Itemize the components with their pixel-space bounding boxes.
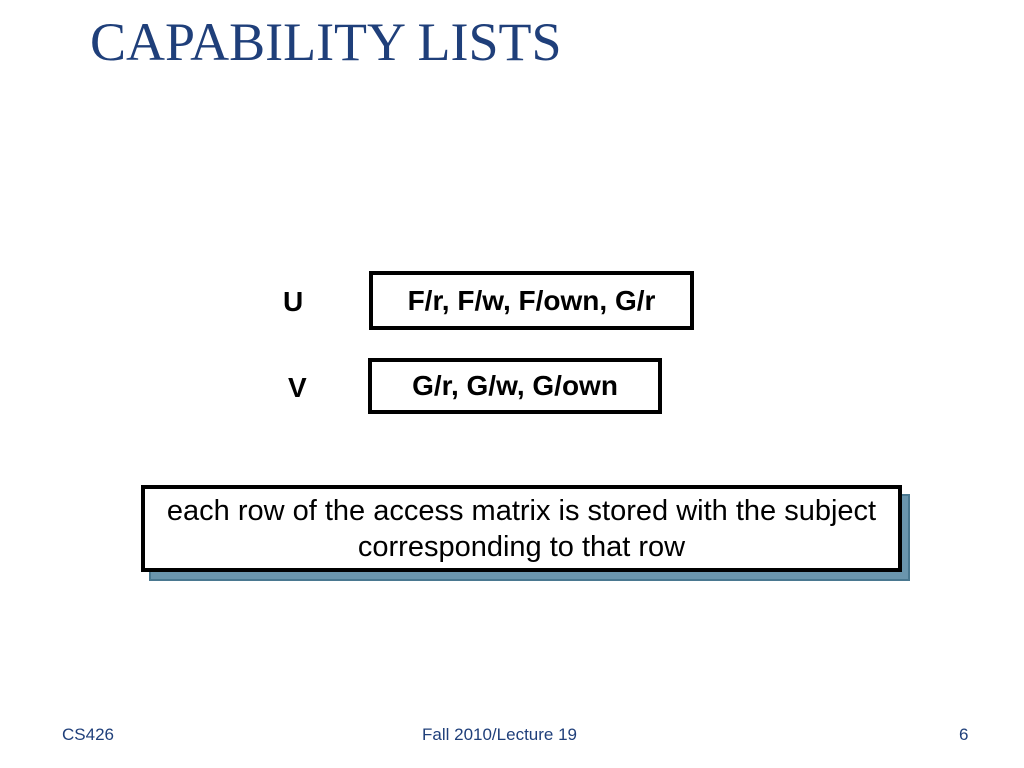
capability-list-v: G/r, G/w, G/own bbox=[368, 358, 662, 414]
slide-title: CAPABILITY LISTS bbox=[90, 12, 562, 72]
footer-lecture: Fall 2010/Lecture 19 bbox=[422, 725, 577, 744]
subject-label-u: U bbox=[283, 286, 304, 317]
capability-list-u: F/r, F/w, F/own, G/r bbox=[369, 271, 694, 330]
footer-page-number: 6 bbox=[959, 725, 969, 744]
footer-course: CS426 bbox=[62, 725, 114, 744]
note-box: each row of the access matrix is stored … bbox=[141, 485, 902, 572]
subject-label-v: V bbox=[288, 372, 307, 403]
